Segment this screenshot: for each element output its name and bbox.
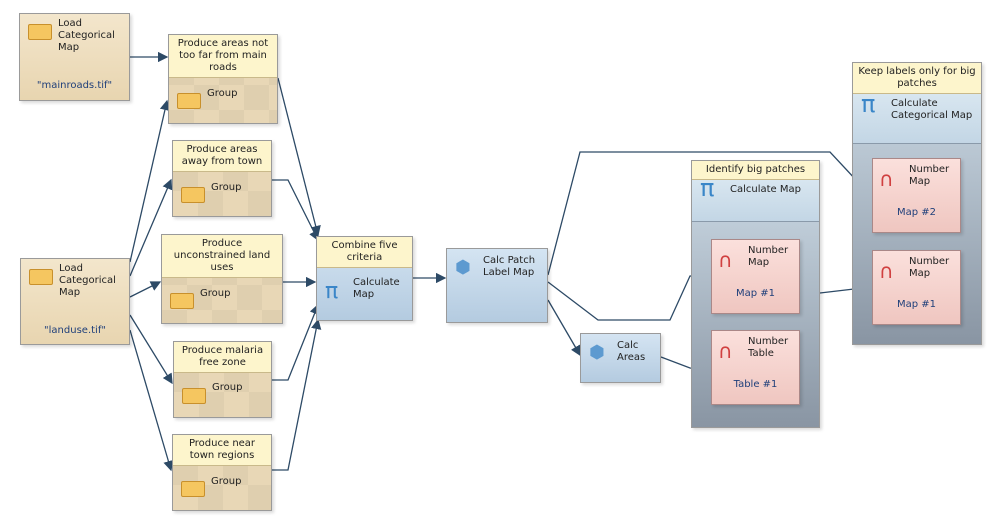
magnet-icon: ∩ xyxy=(718,248,733,272)
group-node[interactable]: Produce areas not too far from main road… xyxy=(168,34,278,124)
pi-icon: π xyxy=(861,90,876,118)
cube-icon: ⬢ xyxy=(455,257,471,278)
magnet-icon: ∩ xyxy=(718,339,733,363)
load-mainroads-node[interactable]: Load Categorical Map "mainroads.tif" xyxy=(19,13,130,101)
magnet-icon: ∩ xyxy=(879,259,894,283)
calc-areas-node[interactable]: ⬢ Calc Areas xyxy=(580,333,661,383)
magnet-icon: ∩ xyxy=(879,167,894,191)
folder-icon xyxy=(170,293,194,309)
folder-icon xyxy=(28,24,52,40)
cube-icon: ⬢ xyxy=(589,342,605,363)
pi-icon: π xyxy=(700,174,715,202)
pi-icon: π xyxy=(325,279,339,304)
folder-icon xyxy=(181,187,205,203)
folder-icon xyxy=(177,93,201,109)
folder-icon xyxy=(182,388,206,404)
folder-icon xyxy=(181,481,205,497)
load-landuse-node[interactable]: Load Categorical Map "landuse.tif" xyxy=(20,258,130,345)
calc-patch-label-map-node[interactable]: ⬢ Calc Patch Label Map xyxy=(446,248,548,323)
combine-node[interactable]: Combine five criteria π Calculate Map xyxy=(316,236,413,321)
folder-icon xyxy=(29,269,53,285)
